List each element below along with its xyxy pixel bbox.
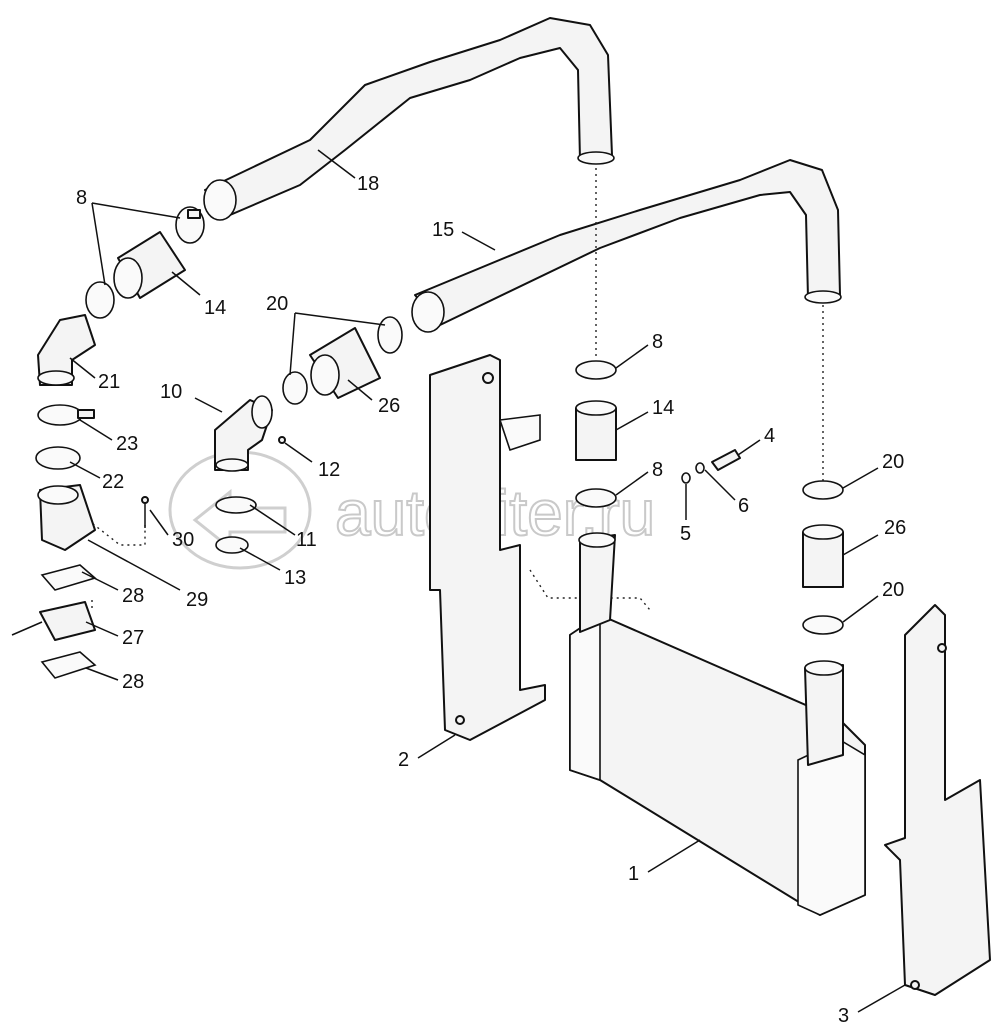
part-hose-sleeve-14-center: [575, 400, 617, 461]
part-clamp-20-right-upper: [802, 480, 844, 500]
part-clamp-8-upper: [175, 206, 205, 244]
part-left-bracket-2: [429, 354, 546, 741]
callout-20: 20: [266, 293, 288, 315]
part-plug-12: [278, 436, 286, 444]
callout-12: 12: [318, 459, 340, 481]
part-elbow-10: [214, 395, 273, 472]
part-clamp-8-lower: [85, 281, 115, 319]
callout-20-right-lower: 20: [882, 579, 904, 601]
callout-26: 26: [378, 395, 400, 417]
callout-30: 30: [172, 529, 194, 551]
part-flange-29: [37, 484, 96, 551]
callout-8: 8: [76, 187, 87, 209]
part-hose-sleeve-14-left: [113, 231, 186, 299]
callout-14-center: 14: [652, 397, 674, 419]
callout-27: 27: [122, 627, 144, 649]
callout-22: 22: [102, 471, 124, 493]
part-o-ring-13: [215, 536, 249, 554]
callout-14: 14: [204, 297, 226, 319]
callout-11: 11: [296, 529, 317, 551]
callout-28-lower: 28: [122, 671, 144, 693]
callout-26-right: 26: [884, 517, 906, 539]
part-washer-5: [681, 472, 691, 484]
part-intercooler-1: [569, 532, 866, 916]
part-hose-26-mid: [309, 327, 381, 399]
part-upper-pipe-18: [203, 17, 615, 221]
callout-20-right-upper: 20: [882, 451, 904, 473]
callouts: 8 14 18 15 20 26 21 23 22 30 29 28 27 28…: [76, 173, 906, 1027]
callout-23: 23: [116, 433, 138, 455]
part-gasket-28-lower: [40, 651, 97, 679]
callout-28-upper: 28: [122, 585, 144, 607]
part-elbow-21: [37, 314, 96, 386]
part-clamp-23: [37, 404, 95, 426]
part-bolt-4: [711, 449, 741, 471]
part-o-ring-22: [35, 446, 81, 470]
part-gasket-28-upper: [40, 564, 97, 591]
part-upper-pipe-15: [411, 159, 842, 333]
callout-15: 15: [432, 219, 454, 241]
callout-1: 1: [628, 863, 639, 885]
callout-5: 5: [680, 523, 691, 545]
callout-13: 13: [284, 567, 306, 589]
callout-29: 29: [186, 589, 208, 611]
callout-10: 10: [160, 381, 182, 403]
callout-8-center: 8: [652, 331, 663, 353]
callout-6: 6: [738, 495, 749, 517]
part-clamp-11: [215, 496, 257, 514]
callout-18: 18: [357, 173, 379, 195]
part-clamp-20-mid-lower: [282, 371, 308, 405]
callout-4: 4: [764, 425, 775, 447]
part-clamp-20-right-lower: [802, 615, 844, 635]
callout-2: 2: [398, 749, 409, 771]
callout-21: 21: [98, 371, 120, 393]
part-hose-26-right: [802, 524, 844, 588]
part-washer-6: [695, 462, 705, 474]
callout-3: 3: [838, 1005, 849, 1027]
part-right-bracket-3: [884, 604, 991, 996]
callout-8-center-lower: 8: [652, 459, 663, 481]
part-clamp-8-center: [575, 360, 617, 380]
leader-lines: [69, 149, 906, 1013]
part-clamp-20-mid-upper: [377, 316, 403, 354]
part-valve-27: [11, 601, 96, 641]
part-screw-30: [141, 496, 149, 528]
part-clamp-8-center-lower: [575, 488, 617, 508]
